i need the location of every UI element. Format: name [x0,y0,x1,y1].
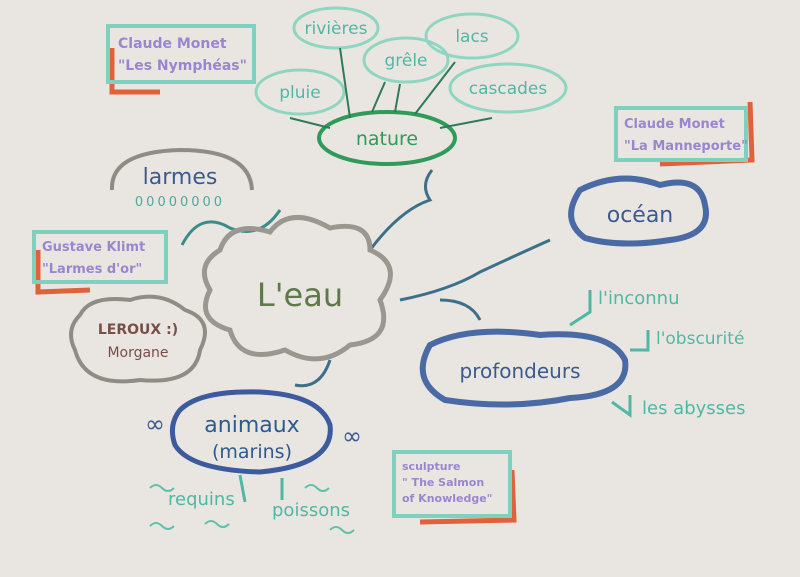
wave-symbol-icon: ∞ [145,410,165,438]
node-grele: grêle [384,51,427,71]
reference-box-monet-manneporte: Claude Monet "La Manneporte" [614,101,755,167]
node-ocean: océan [607,203,674,228]
reference-artist: Claude Monet [624,117,725,132]
reference-title-cont: of Knowledge" [402,492,492,505]
center-node: L'eau [201,214,393,362]
author-firstname: Morgane [107,345,168,361]
node-cascades: cascades [469,79,548,99]
node-inconnu: l'inconnu [598,288,680,309]
reference-box-klimt: Gustave Klimt "Larmes d'or" [32,230,168,295]
reference-artist: Gustave Klimt [42,240,145,255]
node-rivieres: rivières [305,19,368,39]
node-profondeurs: profondeurs [460,359,581,383]
reference-type: sculpture [402,460,461,473]
node-poissons: poissons [272,500,350,521]
nature-branch [254,6,568,251]
node-nature: nature [356,128,418,150]
reference-title: "Larmes d'or" [42,262,142,277]
animaux-branch: animaux (marins) ∞ ∞ requins poissons [145,359,362,534]
reference-artist: Claude Monet [118,36,227,52]
author-node: LEROUX :) Morgane [69,294,207,384]
node-lacs: lacs [455,27,488,47]
author-surname: LEROUX :) [98,322,178,338]
larmes-node: larmes 00000000 [109,147,282,246]
reference-title: "Les Nymphéas" [118,58,247,74]
node-larmes: larmes [143,165,218,190]
node-animaux: animaux [204,413,299,438]
ocean-branch: océan [399,175,709,302]
wave-symbol-icon: ∞ [342,422,362,450]
tear-drops-icon: 00000000 [135,195,225,210]
reference-title: "La Manneporte" [624,139,748,154]
node-obscurite: l'obscurité [656,329,744,349]
reference-title: " The Salmon [402,476,484,489]
reference-box-sculpture: sculpture " The Salmon of Knowledge" [392,450,517,525]
node-requins: requins [168,489,235,510]
reference-box-monet-nymphéas: Claude Monet "Les Nymphéas" [106,24,256,95]
node-leau: L'eau [257,276,343,314]
node-abysses: les abysses [642,398,746,419]
node-pluie: pluie [279,83,320,103]
node-marins: (marins) [212,441,292,463]
profondeurs-branch: profondeurs l'inconnu l'obscurité les ab… [419,288,746,419]
